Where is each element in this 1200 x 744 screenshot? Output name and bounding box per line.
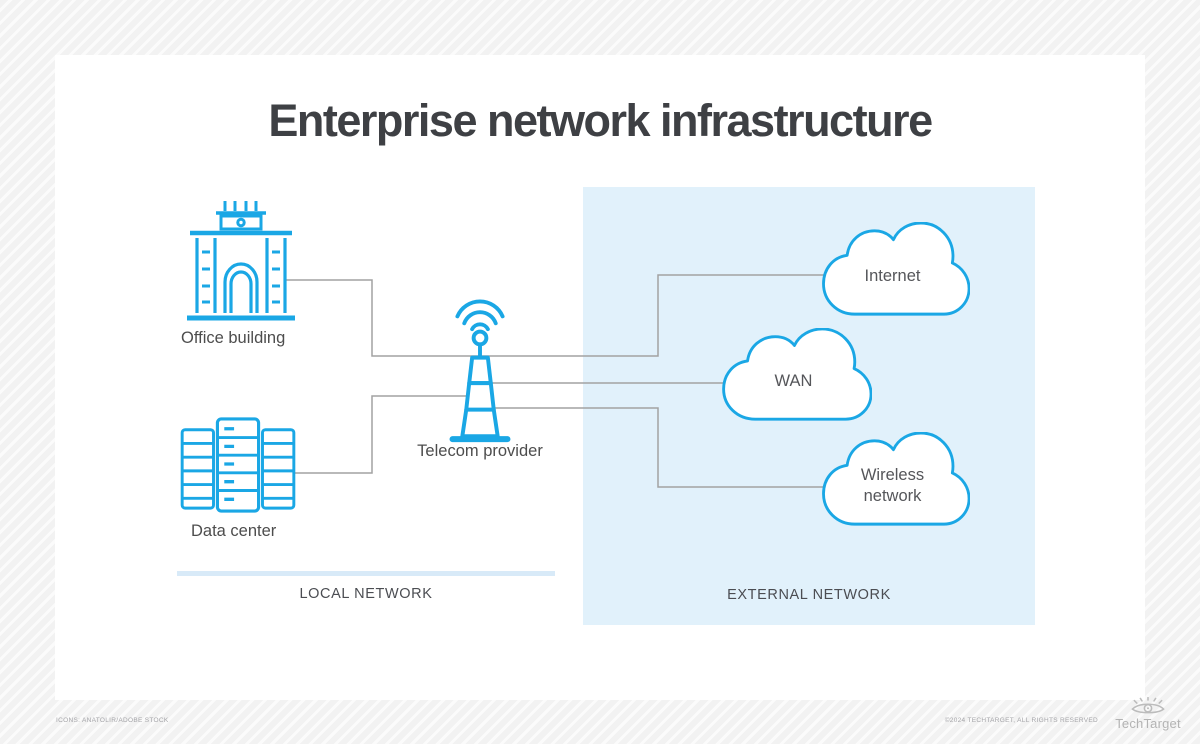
techtarget-logo: TechTarget [1106,697,1190,731]
wireless-network-label: Wireless network [815,432,970,530]
local-network-label: LOCAL NETWORK [299,586,433,602]
connector-tower-wireless [475,407,835,488]
connector-office-internet [284,274,835,357]
cloud-icon [722,328,872,421]
techtarget-logo-text: TechTarget [1115,716,1181,731]
cloud-icon [822,432,970,526]
wan-cloud: WAN [715,328,872,425]
internet-label: Internet [864,266,921,285]
server-rack-icon [180,417,296,513]
external-network-label: EXTERNAL NETWORK [727,587,891,603]
footer-brand-area: ©2024 TECHTARGET, ALL RIGHTS RESERVED Te… [944,697,1190,734]
eye-icon [1131,697,1165,714]
infographic-card: Enterprise network infrastructure [55,55,1145,700]
internet-cloud: Internet [815,222,970,320]
office-building-label: Office building [181,329,286,347]
data-center-label: Data center [191,522,277,540]
cell-tower-icon [449,299,511,443]
connector-lines [284,274,835,488]
page-title: Enterprise network infrastructure [268,95,933,146]
office-building-icon [187,201,295,321]
icon-credits: ICONS: ANATOLIR/ADOBE STOCK [56,717,169,724]
local-network-underline [177,571,555,576]
wireless-network-cloud: Wireless network [815,432,970,530]
wireless-network-label-text: Wireless network [860,465,925,505]
network-diagram: Office building Data center [55,55,1145,700]
copyright-text: ©2024 TECHTARGET, ALL RIGHTS RESERVED [944,717,1098,724]
wan-label: WAN [774,372,813,390]
connector-datacenter-tower [294,395,487,474]
telecom-provider-label: Telecom provider [417,442,543,460]
cloud-icon [822,222,970,316]
